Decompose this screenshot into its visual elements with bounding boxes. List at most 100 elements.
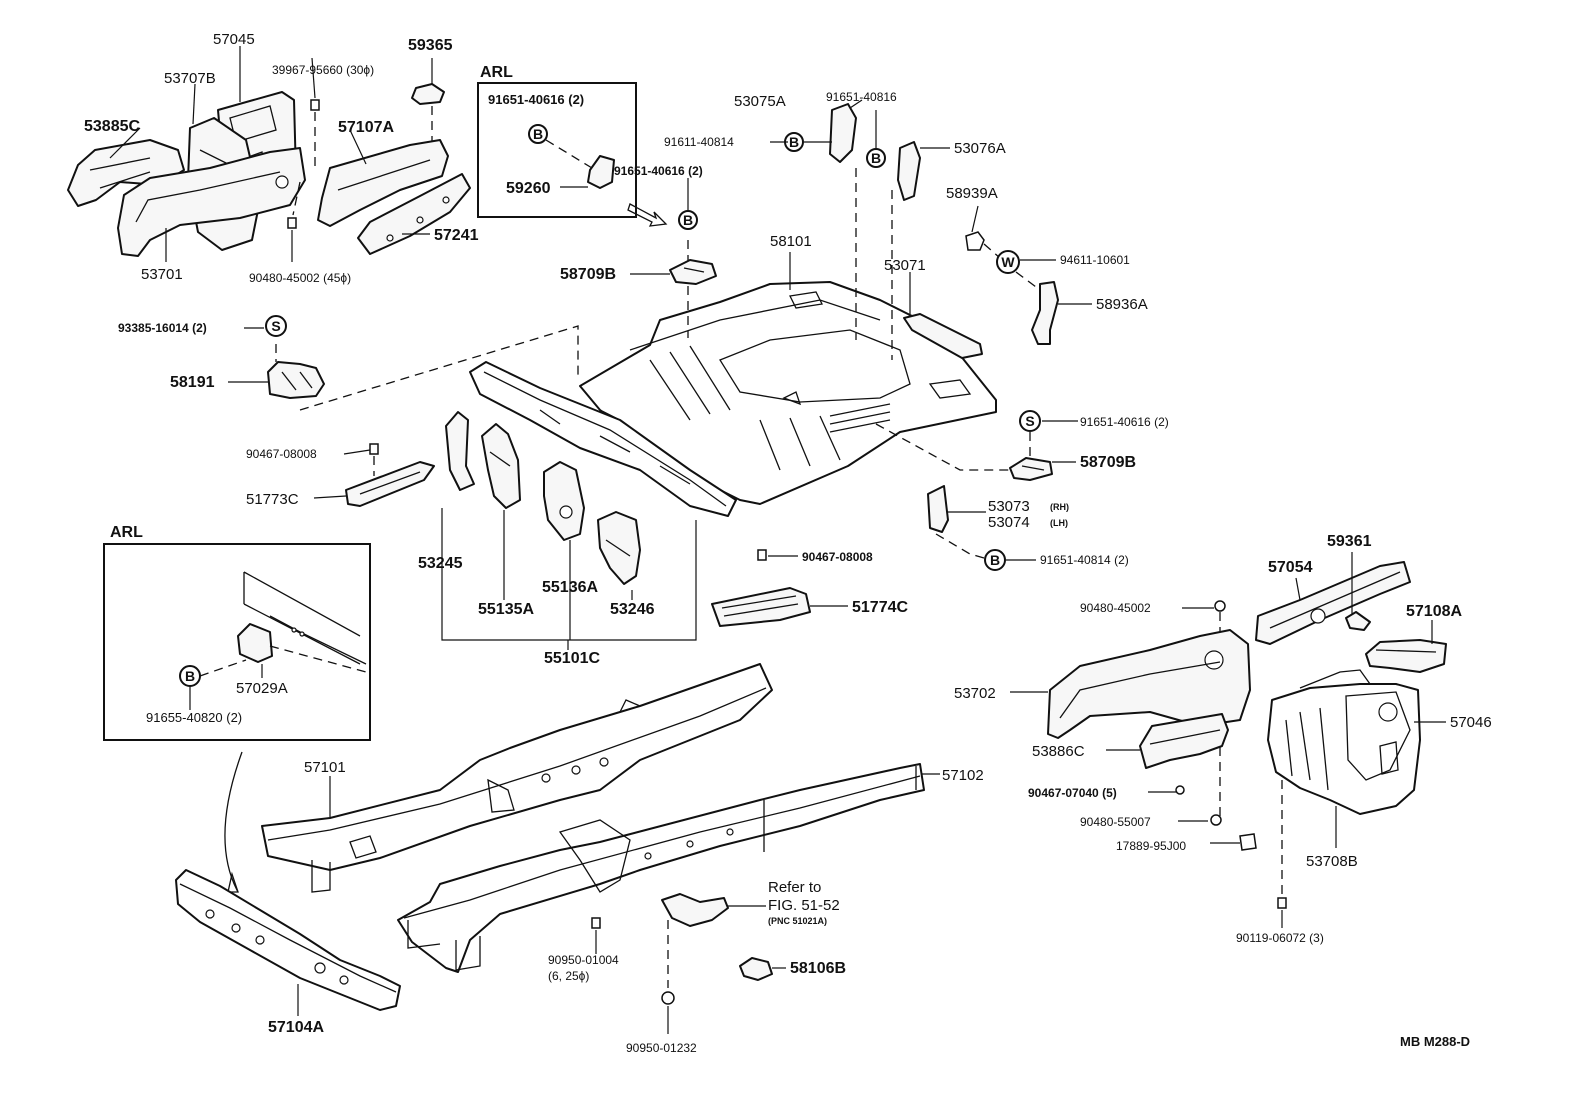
svg-text:B: B [683,212,693,228]
inset-left-bolt-label: 91655-40820 (2) [146,710,242,725]
bolt-symbol-icon: B [678,210,698,230]
label-39967-95660: 39967-95660 (30ϕ) [272,63,374,77]
rear-wheelhouse-lh-group [67,83,471,257]
inset-left-part-label: 57029A [236,680,288,697]
label-53071: 53071 [884,257,926,274]
part-55101c-crossmember[interactable] [469,361,737,517]
part-57054-member[interactable] [1255,561,1411,645]
label-58936a: 58936A [1096,296,1148,313]
bolt-symbol-icon: B [528,124,548,144]
label-17889-95j00: 17889-95J00 [1116,839,1186,853]
part-57102-side-member[interactable] [397,763,925,973]
label-51773c: 51773C [246,491,299,508]
label-57108a: 57108A [1406,603,1462,620]
label-53073-side: (RH) [1050,502,1069,512]
label-93385-16014: 93385-16014 (2) [118,321,207,335]
part-57029a-bracket[interactable] [237,623,273,663]
part-59260-bracket[interactable] [587,155,615,189]
label-57104a: 57104A [268,1019,324,1036]
label-53707b: 53707B [164,70,216,87]
part-53886c-panel[interactable] [1139,713,1229,769]
label-53246: 53246 [610,601,655,618]
screw-symbol-icon: S [1019,410,1041,432]
part-51773c-scuff-plate[interactable] [345,461,435,507]
svg-text:S: S [1025,413,1034,429]
part-58936a-bracket[interactable] [1031,281,1059,345]
refer-note-line1: Refer to [768,879,821,896]
refer-note-line2: FIG. 51-52 [768,897,840,914]
inset-frame-top [477,82,637,218]
svg-text:B: B [990,552,1000,568]
label-91651-40814-2: 91651-40814 (2) [1040,553,1129,567]
part-53075a-bracket[interactable] [829,103,857,163]
inset-pointer-arrow [627,203,668,227]
label-90950-01004-size: (6, 25ϕ) [548,969,589,983]
inset-top-bolt-label: 91651-40616 (2) [488,92,584,107]
label-57107a: 57107A [338,119,394,136]
label-53245: 53245 [418,555,463,572]
label-90467-08008-a: 90467-08008 [246,447,317,461]
svg-text:B: B [871,150,881,166]
bolt-symbol-icon: B [984,549,1006,571]
label-53886c: 53886C [1032,743,1085,760]
label-90950-01232: 90950-01232 [626,1041,697,1055]
label-53074: 53074 [988,514,1030,531]
part-53076a-bracket[interactable] [897,141,921,201]
part-53071-bracket[interactable] [903,313,983,359]
part-57241-member[interactable] [357,173,471,255]
label-91651-40816: 91651-40816 [826,90,897,104]
label-57101: 57101 [304,759,346,776]
part-58191-bracket[interactable] [267,361,325,399]
label-53708b: 53708B [1306,853,1358,870]
screw-symbol-icon: S [265,315,287,337]
svg-text:B: B [185,668,195,684]
label-55101c: 55101C [544,650,600,667]
part-58939a-bolt[interactable] [965,231,985,251]
label-59361: 59361 [1327,533,1372,550]
part-53073-53074-bracket[interactable] [927,485,949,533]
label-90467-08008-b: 90467-08008 [802,550,873,564]
svg-text:W: W [1001,254,1015,270]
label-59365: 59365 [408,37,453,54]
inset-left-title: ARL [110,524,143,541]
label-58106b: 58106B [790,960,846,977]
bolt-symbol-icon: B [866,148,886,168]
label-58709b-lower: 58709B [1080,454,1136,471]
part-53701-wheelhouse-arch[interactable] [117,147,306,257]
part-57107a-member[interactable] [317,139,449,227]
part-58106b-bracket[interactable] [739,957,773,981]
label-57241: 57241 [434,227,479,244]
part-58709b-bracket-upper[interactable] [669,259,717,285]
label-90480-45002-45: 90480-45002 (45ϕ) [249,271,351,285]
label-57046: 57046 [1450,714,1492,731]
part-55136a-gusset[interactable] [543,461,585,541]
label-58191: 58191 [170,374,215,391]
label-53701: 53701 [141,266,183,283]
label-53073: 53073 [988,498,1030,515]
refer-note-line3: (PNC 51021A) [768,916,827,926]
label-94611-10601: 94611-10601 [1060,253,1130,267]
part-57046-53708b-rear-wheelhouse-rh[interactable] [1267,669,1421,815]
label-58709b-upper: 58709B [560,266,616,283]
label-91611-40814: 91611-40814 [664,135,734,149]
part-58709b-bracket-lower[interactable] [1009,457,1053,481]
part-57108a-member[interactable] [1365,639,1447,673]
part-57101-side-member[interactable] [261,663,773,893]
svg-text:S: S [271,318,280,334]
label-58939a: 58939A [946,185,998,202]
part-57104a-crossmember[interactable] [175,869,401,1011]
part-59361-bracket[interactable] [1345,611,1371,631]
part-59365-bracket[interactable] [411,83,445,105]
part-53245-gusset[interactable] [445,411,475,491]
label-91651-40616-2b: 91651-40616 (2) [1080,415,1169,429]
part-53702-wheelhouse-arch[interactable] [1047,629,1251,739]
part-17889-grommet[interactable] [1239,833,1257,851]
label-57102: 57102 [942,767,984,784]
part-51021a-bracket[interactable] [661,893,729,927]
label-53074-side: (LH) [1050,518,1068,528]
svg-text:B: B [789,134,799,150]
washer-symbol-icon: W [996,250,1020,274]
part-55135a-gusset[interactable] [481,423,521,509]
